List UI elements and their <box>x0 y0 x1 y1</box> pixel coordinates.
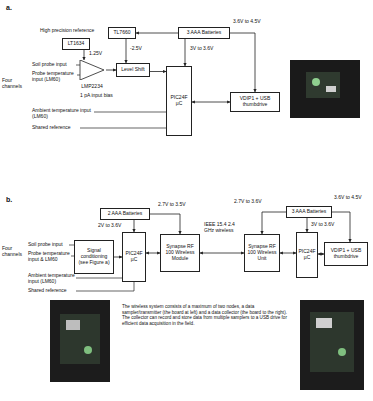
channel-note: Four channels <box>2 78 30 90</box>
connector-arrow <box>192 102 230 103</box>
connector-arrow <box>106 70 116 71</box>
opamp-outline <box>80 60 104 80</box>
battery-box: 2 AAA Batteries <box>100 208 150 220</box>
microcontroller-box: PIC24F µC <box>166 66 192 136</box>
connector-arrow <box>126 39 127 63</box>
connector-arrow <box>150 214 180 234</box>
signal-name: Probe temperature input (LM60) <box>32 71 76 83</box>
voltage-label: 3.6V to 4.5V <box>333 195 363 201</box>
signal-name: Soil probe input <box>32 62 76 68</box>
battery-box: 3 AAA Batteries <box>178 27 230 39</box>
storage-box: VDIP1 + USB thumbdrive <box>230 92 280 112</box>
box-text: Synapse RF 100 Wireless Module <box>163 244 197 261</box>
photo-collector <box>300 300 364 390</box>
signal-name: Shared reference <box>28 288 74 294</box>
microcontroller-box: PIC24F µC <box>296 232 318 278</box>
connector-arrow <box>150 71 166 72</box>
reference-chip: LT1634 <box>62 38 90 50</box>
connector-arrow <box>84 50 85 60</box>
connector-arrow <box>185 39 186 66</box>
voltage-label: 3V to 3.6V <box>310 222 335 228</box>
voltage-label: 1.25V <box>88 51 103 57</box>
voltage-label: -2.5V <box>129 46 143 52</box>
connector-arrow <box>307 218 308 232</box>
voltage-label: 3V to 3.6V <box>189 46 214 52</box>
converter-chip: TL7660 <box>108 27 136 39</box>
signal-name: Ambient temperature input (LM60) <box>32 108 92 120</box>
panel-letter: b. <box>6 196 12 204</box>
connector-arrow <box>114 257 122 258</box>
box-text: 3 AAA Batteries <box>292 209 327 215</box>
radio-module-box: Synapse RF 100 Wireless Unit <box>244 234 280 272</box>
box-text: PIC24F µC <box>299 249 316 261</box>
photo-receiver <box>290 60 360 118</box>
radio-module-box: Synapse RF 100 Wireless Module <box>160 234 200 272</box>
voltage-label: 2V to 3.6V <box>97 223 122 229</box>
note-text: 1 pA input bias <box>80 93 140 99</box>
box-text: TL7660 <box>114 30 131 36</box>
signal-name: Ambient temperature input (LM60) <box>28 273 75 285</box>
connector-arrow <box>280 253 296 254</box>
connector-arrow <box>230 33 255 92</box>
box-text: Synapse RF 100 Wireless Unit <box>247 244 277 261</box>
voltage-label: 3.6V to 4.5V <box>232 19 262 25</box>
opamp-symbol: LMP2234 <box>78 60 106 90</box>
input-wires <box>69 65 166 291</box>
box-text: 2 AAA Batteries <box>108 211 143 217</box>
panel-letter: a. <box>6 4 12 12</box>
opamp-triangle <box>78 60 106 80</box>
voltage-label: 2.7V to 3.5V <box>157 202 187 208</box>
box-text: Level Shift <box>121 67 144 73</box>
battery-box: 3 AAA Batteries <box>286 206 332 218</box>
connector-arrow <box>134 220 135 232</box>
note-text: High precision reference <box>40 28 102 34</box>
box-text: PIC24F µC <box>125 251 143 263</box>
connector-arrow <box>262 212 286 234</box>
box-text: VDIP1 + USB thumbdrive <box>233 96 277 108</box>
process-box: Level Shift <box>116 63 150 77</box>
signal-name: Soil probe input <box>28 242 68 248</box>
figure-caption: The wireless system consists of a maximu… <box>122 304 292 326</box>
connector-arrow <box>136 33 178 34</box>
storage-box: VDIP1 + USB thumbdrive <box>324 242 368 266</box>
connector-arrow <box>146 253 160 254</box>
voltage-label: 2.7V to 3.6V <box>233 199 263 205</box>
signal-name: Shared reference <box>32 125 80 131</box>
box-text: 3 AAA Batteries <box>187 30 222 36</box>
box-text: LT1634 <box>68 41 85 47</box>
signal-name: Probe temperature input & LM60 <box>28 251 70 263</box>
channel-note: Four channels <box>2 246 26 258</box>
box-text: Signal conditioning (see Figure a) <box>77 248 111 265</box>
microcontroller-box: PIC24F µC <box>122 232 146 282</box>
connector-arrow <box>200 253 244 254</box>
box-text: VDIP1 + USB thumbdrive <box>327 248 365 260</box>
voltage-label: IEEE 15.4 2.4 GHz wireless <box>203 222 243 234</box>
box-text: PIC24F µC <box>169 95 189 107</box>
process-box: Signal conditioning (see Figure a) <box>74 240 114 274</box>
photo-sampler <box>50 300 110 382</box>
box-text: LMP2234 <box>81 84 102 90</box>
